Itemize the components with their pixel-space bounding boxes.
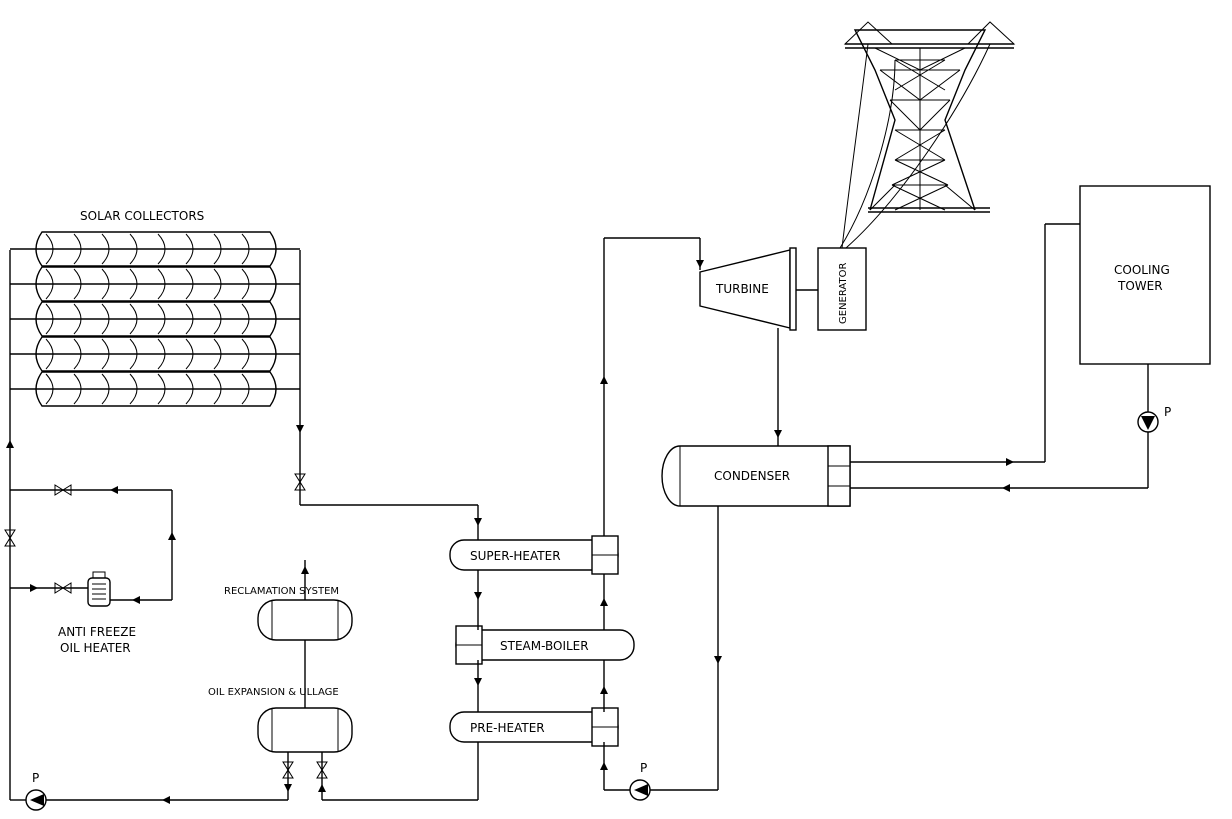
steam-boiler: STEAM-BOILER [455,625,635,665]
solar-collector-row [10,301,300,337]
reclamation-system-vessel: RECLAMATION SYSTEM [224,560,353,708]
anti-freeze-loop: ANTI FREEZE OIL HEATER [10,484,176,655]
steam-boiler-label: STEAM-BOILER [500,639,589,653]
transmission-tower-icon [843,21,1016,213]
valve-icon[interactable] [54,582,72,594]
solar-collector-field: SOLAR COLLECTORS [9,209,301,800]
condenser-label: CONDENSER [714,469,790,483]
oil-expansion-label: OIL EXPANSION & ULLAGE [208,687,339,698]
cooling-water-pump[interactable]: P [1137,405,1171,433]
cooling-tower: COOLING TOWER [1079,185,1211,365]
cooling-tower-label-2: TOWER [1117,279,1163,293]
valve-icon[interactable] [4,529,16,547]
solar-collector-row [10,336,300,372]
solar-collector-row [10,231,300,267]
generator: GENERATOR [817,247,867,331]
generator-label: GENERATOR [838,263,849,324]
solar-collector-row [10,266,300,302]
collector-outlet-line [294,410,482,540]
anti-freeze-label-2: OIL HEATER [60,641,131,655]
cooling-tower-label-1: COOLING [1114,263,1170,277]
pump-cooling-label: P [1164,405,1171,419]
oil-expansion-vessel: OIL EXPANSION & ULLAGE [208,687,353,753]
pump-feed-label: P [640,761,647,775]
feed-water-pump[interactable]: P [629,761,651,801]
super-heater-label: SUPER-HEATER [470,549,561,563]
valve-icon[interactable] [316,761,328,779]
valve-icon[interactable] [294,473,306,491]
main-oil-pump[interactable]: P [25,771,47,811]
valve-icon[interactable] [54,484,72,496]
pre-heater: PRE-HEATER [449,707,619,747]
solar-collector-row [10,371,300,407]
turbine-label: TURBINE [715,282,769,296]
heater-coil-icon [87,571,111,607]
reclamation-label: RECLAMATION SYSTEM [224,586,339,597]
solar-collectors-label: SOLAR COLLECTORS [80,209,204,223]
super-heater: SUPER-HEATER [449,535,619,575]
pre-heater-label: PRE-HEATER [470,721,545,735]
pump-main-label: P [32,771,39,785]
valve-icon[interactable] [282,761,294,779]
turbine: TURBINE [699,247,797,331]
condenser: CONDENSER [661,445,851,507]
anti-freeze-label-1: ANTI FREEZE [58,625,136,639]
